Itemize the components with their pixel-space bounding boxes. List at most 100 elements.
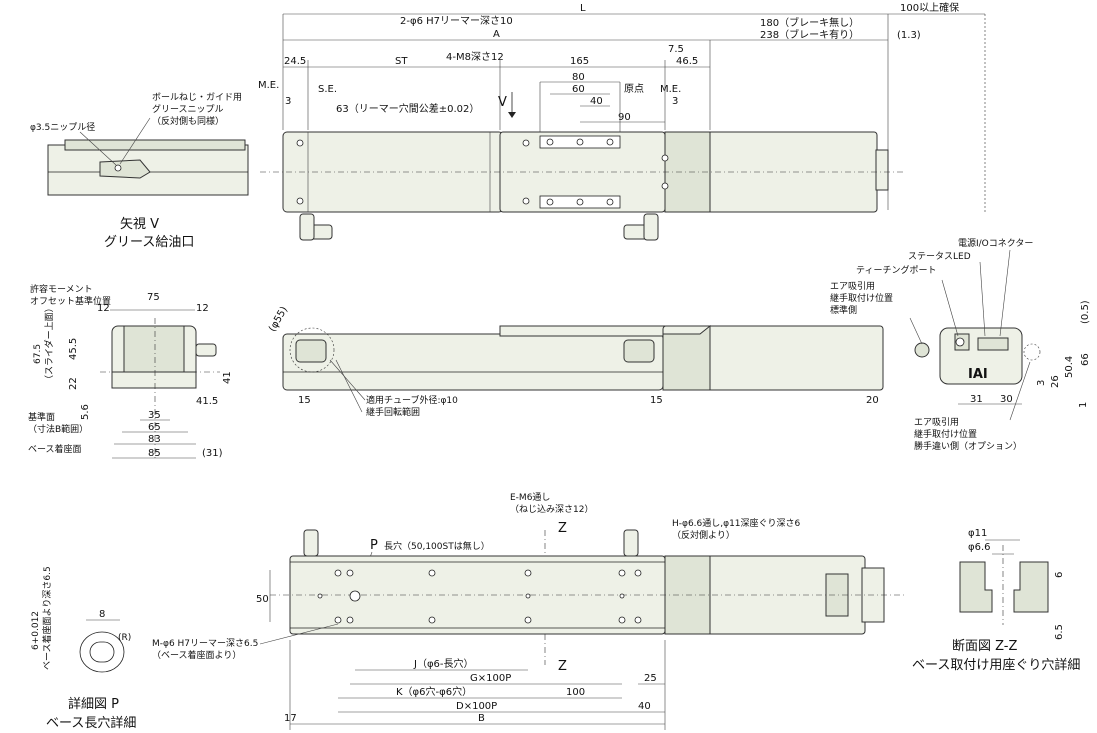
dim-d: D×100P <box>456 701 497 712</box>
dim-60: 60 <box>572 84 585 95</box>
dim-phi11: φ11 <box>968 528 987 539</box>
dim-7-5: 7.5 <box>668 44 684 55</box>
dim-31: 31 <box>970 394 983 405</box>
dim-46-5: 46.5 <box>676 56 698 67</box>
callout-grease-2: グリースニップル <box>152 103 224 115</box>
side-view: (φ55) 15 15 20 適用チューブ外径:φ10 継手回転範囲 <box>267 305 884 418</box>
detail-p: ベース着座面より深さ6.5 6+0.012 8 (R) 詳細図 P ベース長穴詳… <box>31 566 136 731</box>
section-zz: φ11 φ6.6 6 6.5 断面図 Z-Z ベース取付け用座ぐり穴詳細 <box>912 528 1080 673</box>
dim-brake-none: 180（ブレーキ無し） <box>760 16 859 29</box>
dim-ST: ST <box>395 56 408 67</box>
label-power: 電源I/Oコネクター <box>958 238 1033 249</box>
dim-j: J（φ6-長穴） <box>413 657 474 670</box>
detail-p-title-1: 詳細図 P <box>68 696 119 712</box>
dim-brake-yes: 238（ブレーキ有り） <box>760 28 859 41</box>
label-moment-2: オフセット基準位置 <box>30 295 111 307</box>
dim-6: 6 <box>1054 572 1065 578</box>
dim-g: G×100P <box>470 673 511 684</box>
label-se: S.E. <box>318 84 337 95</box>
dim-80: 80 <box>572 72 585 83</box>
dim-35: 35 <box>148 410 161 421</box>
label-e-m6-2: （ねじ込み深さ12） <box>510 504 593 515</box>
label-long-hole: 長穴（50,100STは無し） <box>384 540 490 552</box>
detail-p-tol: 6+0.012 <box>31 611 41 650</box>
label-me-left: M.E. <box>258 80 279 91</box>
label-m6-2: （ベース着座面より） <box>152 649 241 661</box>
dim-A: A <box>493 29 500 40</box>
label-moment-1: 許容モーメント <box>30 283 93 295</box>
label-status: ステータスLED <box>908 251 971 262</box>
label-z-bottom: Z <box>558 659 567 674</box>
dim-3: 3 <box>1036 380 1047 386</box>
dim-65: 65 <box>148 422 161 433</box>
view-v-title-1: 矢視 V <box>120 217 159 232</box>
dim-30: 30 <box>1000 394 1013 405</box>
view-v: ボールねじ・ガイド用 グリースニップル （反対側も同様） φ3.5ニップル径 矢… <box>30 92 249 250</box>
label-h-1: H-φ6.6通し,φ11深座ぐり深さ6 <box>672 517 801 529</box>
dim-3-right: 3 <box>672 96 678 107</box>
dim-8: 8 <box>99 609 105 620</box>
dim-100: 100 <box>566 687 585 698</box>
dim-24-5: 24.5 <box>284 56 306 67</box>
dim-40: 40 <box>638 701 651 712</box>
label-z-top: Z <box>558 521 567 536</box>
dim-63: 63（リーマー穴間公差±0.02） <box>336 102 479 115</box>
dim-reamer10: 2-φ6 H7リーマー深さ10 <box>400 15 513 27</box>
section-zz-title-2: ベース取付け用座ぐり穴詳細 <box>912 657 1080 673</box>
label-e-m6-1: E-M6通し <box>510 492 550 503</box>
label-air-opt-3: 勝手違い側（オプション） <box>914 440 1022 452</box>
dim-90: 90 <box>618 112 631 123</box>
right-end-view: 電源I/Oコネクター ステータスLED ティーチングポート エア吸引用 継手取付… <box>830 238 1091 452</box>
dim-0-5: (0.5) <box>1080 300 1091 324</box>
label-v: V <box>498 95 507 110</box>
dim-1-3: (1.3) <box>897 30 921 41</box>
dim-31: (31) <box>202 448 223 459</box>
dim-15a: 15 <box>298 395 311 406</box>
dim-15b: 15 <box>650 395 663 406</box>
dim-85: 85 <box>148 448 161 459</box>
dim-41-5: 41.5 <box>196 396 218 407</box>
label-base: ベース着座面 <box>28 443 82 455</box>
dim-75: 75 <box>147 292 160 303</box>
dim-17: 17 <box>284 713 297 724</box>
label-teach: ティーチングポート <box>856 264 936 276</box>
label-p: P <box>370 538 378 553</box>
label-ref-1: 基準面 <box>28 411 55 423</box>
dim-L: L <box>580 3 586 14</box>
detail-p-title-2: ベース長穴詳細 <box>46 715 136 731</box>
label-r: (R) <box>118 633 131 643</box>
dim-phi6-6: φ6.6 <box>968 542 991 553</box>
dim-67-5: 67.5 <box>33 344 43 364</box>
dim-12a: 12 <box>97 303 110 314</box>
label-air-std-3: 標準側 <box>830 304 857 316</box>
label-air-std-2: 継手取付け位置 <box>830 292 893 304</box>
label-tube: 適用チューブ外径:φ10 <box>366 394 458 406</box>
dim-6-5: 6.5 <box>1054 624 1065 640</box>
dim-22: 22 <box>68 377 79 390</box>
label-air-std-1: エア吸引用 <box>830 281 875 292</box>
callout-grease-1: ボールねじ・ガイド用 <box>152 92 242 103</box>
callout-grease-3: （反対側も同様） <box>152 115 224 127</box>
label-me-right: M.E. <box>660 84 681 95</box>
label-slider-top: （スライダー上面） <box>43 303 55 384</box>
dim-M8: 4-M8深さ12 <box>446 51 504 63</box>
dim-50-4: 50.4 <box>1064 356 1075 378</box>
dim-1: 1 <box>1078 402 1089 408</box>
callout-nipple: φ3.5ニップル径 <box>30 121 95 133</box>
dim-83: 83 <box>148 434 161 445</box>
dim-66: 66 <box>1080 353 1091 366</box>
dim-25: 25 <box>644 673 657 684</box>
dim-b: B <box>478 713 485 724</box>
dim-50: 50 <box>256 594 269 605</box>
label-air-opt-1: エア吸引用 <box>914 417 959 428</box>
dim-40: 40 <box>590 96 603 107</box>
logo-iai: IAI <box>968 367 988 382</box>
label-rotate: 継手回転範囲 <box>366 406 420 418</box>
detail-p-depth: ベース着座面より深さ6.5 <box>41 566 53 670</box>
label-ref-2: （寸法B範囲） <box>28 423 88 435</box>
top-view: L 2-φ6 H7リーマー深さ10 100以上確保 A 180（ブレーキ無し） … <box>258 1 986 241</box>
bottom-view: E-M6通し （ねじ込み深さ12） H-φ6.6通し,φ11深座ぐり深さ6 （反… <box>152 492 905 730</box>
dim-12b: 12 <box>196 303 209 314</box>
dim-41: 41 <box>222 371 233 384</box>
